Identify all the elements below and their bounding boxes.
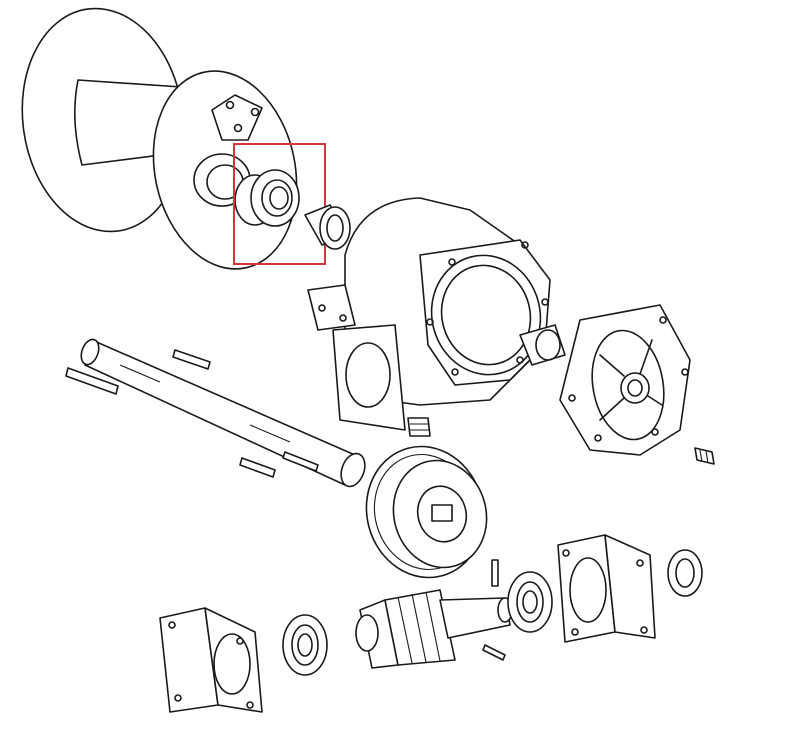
- bushing: [304, 204, 351, 250]
- gearbox-housing: [307, 197, 566, 437]
- seal-ring: [667, 549, 703, 597]
- right-bearing: [507, 571, 553, 633]
- worm-shaft: [355, 589, 513, 669]
- left-bearing: [282, 614, 328, 676]
- end-cover: [559, 304, 691, 456]
- right-flange: [557, 534, 656, 643]
- winch-drum: [21, 7, 298, 270]
- left-flange: [159, 607, 263, 713]
- drain-plug: [694, 447, 715, 465]
- highlight-box: [233, 143, 326, 265]
- drive-shaft: [80, 338, 366, 488]
- spur-gear: [365, 445, 488, 579]
- seal-bearing[interactable]: [234, 169, 300, 227]
- pins: [482, 559, 506, 661]
- shaft-keys: [65, 349, 319, 478]
